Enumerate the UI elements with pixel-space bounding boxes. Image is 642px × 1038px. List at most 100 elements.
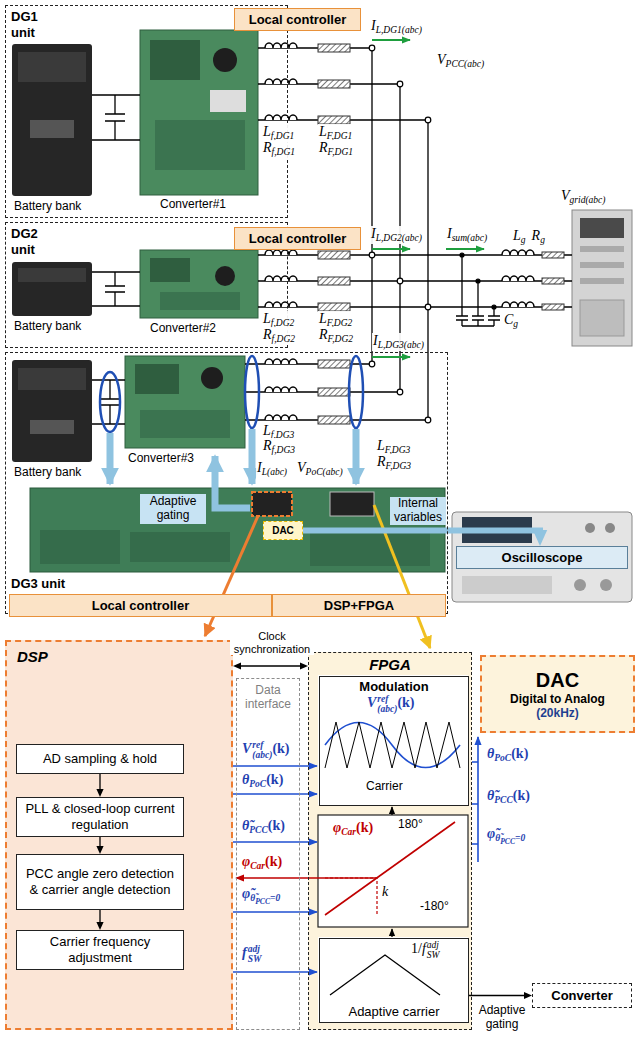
current-arrow (446, 248, 484, 250)
panel-fill (318, 675, 468, 805)
node-text: PCC angle zero detection & carrier angle… (21, 866, 179, 897)
phase-wire (92, 95, 140, 140)
edge-label: Internal variables (390, 497, 446, 525)
converter-photo (125, 356, 245, 448)
node-text: DAC (272, 525, 294, 536)
resistor-symbol (318, 360, 350, 368)
signal-label: φ̃θ̃PCC=0 (241, 886, 281, 907)
signal-label: RF,DG3 (376, 454, 412, 472)
label-text: R (319, 327, 328, 342)
signal-label: Battery bank (14, 200, 81, 214)
node-text: Data interface (237, 683, 299, 711)
inductor-symbol (265, 250, 297, 255)
panel-fill (5, 640, 472, 1030)
node-text: DSP (17, 648, 48, 665)
signal-label: φCar(k) (241, 854, 283, 872)
dg-unit-box: DG3 unitDACLocal controllerDSP+FPGA (5, 352, 448, 614)
label-text: L,DG1(abc) (376, 25, 422, 35)
node-text: FPGA (309, 656, 471, 673)
arrow-head (300, 662, 308, 669)
converter-photo (140, 30, 258, 195)
phase-wire (372, 48, 428, 420)
label-text: (k) (268, 818, 285, 833)
signal-label: Battery bank (14, 466, 81, 480)
label-text: sum(abc) (452, 233, 487, 243)
label-text: =0 (515, 833, 525, 843)
battery-photo (30, 420, 74, 434)
label-text: Carrier (366, 779, 403, 793)
label-text: F,DG1 (328, 147, 353, 157)
node-text: PLL & closed-loop current regulation (21, 801, 179, 832)
label-text: PCC(abc) (446, 59, 485, 69)
connector (96, 774, 103, 797)
inductor-symbol (265, 79, 297, 84)
node-text: Local controller (249, 231, 347, 246)
junction-dot (425, 304, 431, 310)
signal-label: IL(abc) (256, 460, 288, 478)
current-arrow (372, 356, 410, 358)
label-text: PoC(abc) (306, 467, 343, 477)
signal-label: Adaptive gating (140, 494, 206, 524)
label-text: C (504, 312, 513, 327)
signal-label: Converter#3 (128, 452, 194, 466)
data-signal-arrow (233, 911, 317, 913)
carrier-phase-ramp (325, 822, 455, 915)
signal-label: Rf,DG1 (262, 140, 296, 158)
carrier-box: Adaptive carrier (319, 938, 469, 1023)
label-text: θ̃ (250, 893, 255, 903)
label-text: θ (487, 746, 494, 761)
resistor-symbol (318, 416, 350, 424)
converter-photo (155, 120, 245, 170)
label-text: θ̃ (242, 818, 249, 833)
oscilloscope-photo (585, 523, 595, 533)
resistor-symbol (318, 388, 350, 396)
label-text: L (263, 311, 271, 326)
label-text: I (257, 460, 262, 475)
signal-label: Cg (503, 312, 519, 330)
oscilloscope-photo (452, 512, 632, 602)
measurement-ellipse (100, 372, 120, 432)
control-board-photo (330, 492, 374, 516)
controller-bar: Local controller (9, 594, 272, 617)
edge-label: Adaptive gating (474, 1004, 530, 1032)
signal-label: VPoC(abc) (296, 460, 344, 478)
label-text: I (447, 226, 452, 241)
oscilloscope-photo (605, 523, 615, 533)
label-text: ref (377, 694, 397, 704)
controller-box: Local controller (234, 8, 361, 31)
node-text: DG3 unit (11, 576, 65, 591)
label-text: PCC (255, 897, 270, 906)
node-text: (20kHz) (536, 706, 579, 720)
arrow-head (233, 662, 241, 669)
resistor-symbol (318, 44, 350, 52)
board-link-arrow (374, 505, 430, 648)
signal-label: 180° (398, 818, 423, 832)
signal-label: Carrier (366, 780, 403, 794)
stacked-script: adjSW (248, 944, 262, 964)
label-text: V (561, 188, 570, 203)
modulation-waveform (325, 723, 460, 768)
inductor-symbol (502, 302, 534, 307)
signal-label: Rf,DG2 (262, 327, 296, 345)
phase-wire (456, 316, 500, 320)
connector (96, 910, 103, 930)
label-text: L,DG3(abc) (378, 340, 424, 350)
data-signal-arrow (472, 762, 478, 844)
label-text: (k) (397, 695, 414, 710)
label-text: =0 (270, 893, 280, 903)
converter-photo (210, 90, 246, 112)
label-text: g (540, 235, 545, 245)
current-arrow (372, 40, 484, 357)
resistor-symbol (542, 278, 564, 284)
label-text: F,DG2 (328, 334, 353, 344)
stacked-script: ref(abc) (252, 740, 272, 760)
data-signal-arrow (233, 737, 478, 972)
label-text: 180° (398, 817, 423, 831)
label-text: Battery bank (14, 465, 81, 479)
label-text: V (242, 741, 251, 756)
node-text: Local controller (92, 598, 190, 613)
junction-dot (397, 81, 403, 87)
label-text: f,DG2 (272, 334, 296, 344)
grid-simulator-photo (572, 210, 632, 346)
